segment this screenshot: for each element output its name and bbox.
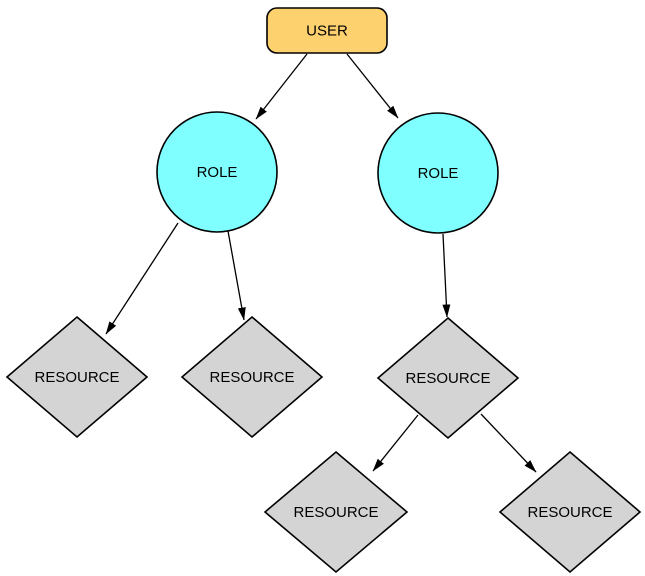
node-label-resource-4: RESOURCE xyxy=(293,504,378,521)
resource-diamond-shape xyxy=(5,315,149,439)
node-label-resource-2: RESOURCE xyxy=(209,369,294,386)
resource-diamond-shape xyxy=(498,450,642,574)
node-role-left: ROLE xyxy=(156,111,278,233)
user-box-shape xyxy=(266,7,388,54)
edge-role-left-to-resource-2 xyxy=(227,230,246,321)
node-resource-5: RESOURCE xyxy=(498,450,642,574)
resource-diamond-shape xyxy=(376,316,520,440)
node-label-user: USER xyxy=(306,23,348,40)
node-user: USER xyxy=(266,7,388,54)
role-circle-shape xyxy=(156,111,278,233)
edge-resource-3-to-resource-5 xyxy=(480,413,537,473)
edge-user-to-role-left xyxy=(255,53,308,120)
node-resource-1: RESOURCE xyxy=(5,315,149,439)
node-label-role-right: ROLE xyxy=(418,165,459,182)
resource-diamond-shape xyxy=(180,315,324,439)
edge-role-left-to-resource-1 xyxy=(105,222,179,335)
edge-resource-3-to-resource-4 xyxy=(372,414,419,472)
node-resource-2: RESOURCE xyxy=(180,315,324,439)
node-label-role-left: ROLE xyxy=(197,164,238,181)
node-label-resource-5: RESOURCE xyxy=(527,504,612,521)
edge-user-to-role-right xyxy=(346,53,399,119)
node-label-resource-1: RESOURCE xyxy=(34,369,119,386)
node-label-resource-3: RESOURCE xyxy=(405,370,490,387)
node-role-right: ROLE xyxy=(377,112,499,234)
edge-role-right-to-resource-3 xyxy=(442,233,451,318)
resource-diamond-shape xyxy=(263,450,409,574)
role-circle-shape xyxy=(377,112,499,234)
node-resource-4: RESOURCE xyxy=(263,450,409,574)
node-resource-3: RESOURCE xyxy=(376,316,520,440)
